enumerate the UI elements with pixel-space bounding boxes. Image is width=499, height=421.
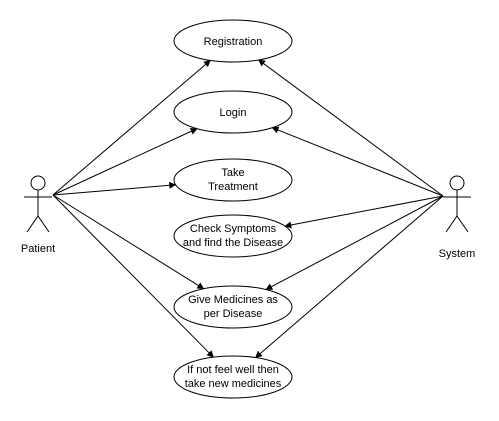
use-case-label: take new medicines [185, 378, 282, 390]
use-cases: Registration Login Take Treatment Check … [173, 19, 293, 399]
stick-figure-icon [24, 175, 52, 233]
use-case-label: Treatment [208, 181, 258, 193]
association-lines [52, 59, 444, 359]
use-case-label: Check Symptoms [190, 223, 277, 235]
association-patient-login [52, 128, 198, 196]
actor-patient[interactable]: Patient [21, 175, 55, 255]
use-case-label: If not feel well then [187, 364, 279, 376]
actor-label: System [439, 248, 476, 260]
association-patient-give-medicines [52, 194, 205, 290]
association-patient-new-medicines [52, 194, 214, 358]
association-system-new-medicines [254, 195, 444, 359]
actor-system[interactable]: System [439, 175, 476, 260]
association-patient-take-treatment [52, 181, 177, 196]
actor-label: Patient [21, 243, 55, 255]
association-system-registration [258, 59, 444, 197]
association-patient-registration [52, 59, 211, 196]
use-case-registration[interactable]: Registration [173, 19, 293, 63]
association-system-check-symptoms [284, 195, 444, 229]
use-case-label: and find the Disease [183, 237, 283, 249]
use-case-label: Take [221, 167, 244, 179]
association-system-give-medicines [265, 195, 444, 291]
use-case-label: Login [220, 107, 247, 119]
use-case-label: per Disease [204, 308, 263, 320]
use-case-take-treatment[interactable]: Take Treatment [173, 158, 293, 202]
use-case-check-symptoms[interactable]: Check Symptoms and find the Disease [173, 214, 293, 258]
stick-figure-icon [443, 175, 471, 233]
use-case-login[interactable]: Login [173, 90, 293, 134]
use-case-label: Registration [204, 36, 263, 48]
use-case-give-medicines[interactable]: Give Medicines as per Disease [173, 285, 293, 329]
use-case-label: Give Medicines as [188, 294, 278, 306]
association-system-login [271, 126, 444, 197]
use-case-new-medicines[interactable]: If not feel well then take new medicines [173, 355, 293, 399]
